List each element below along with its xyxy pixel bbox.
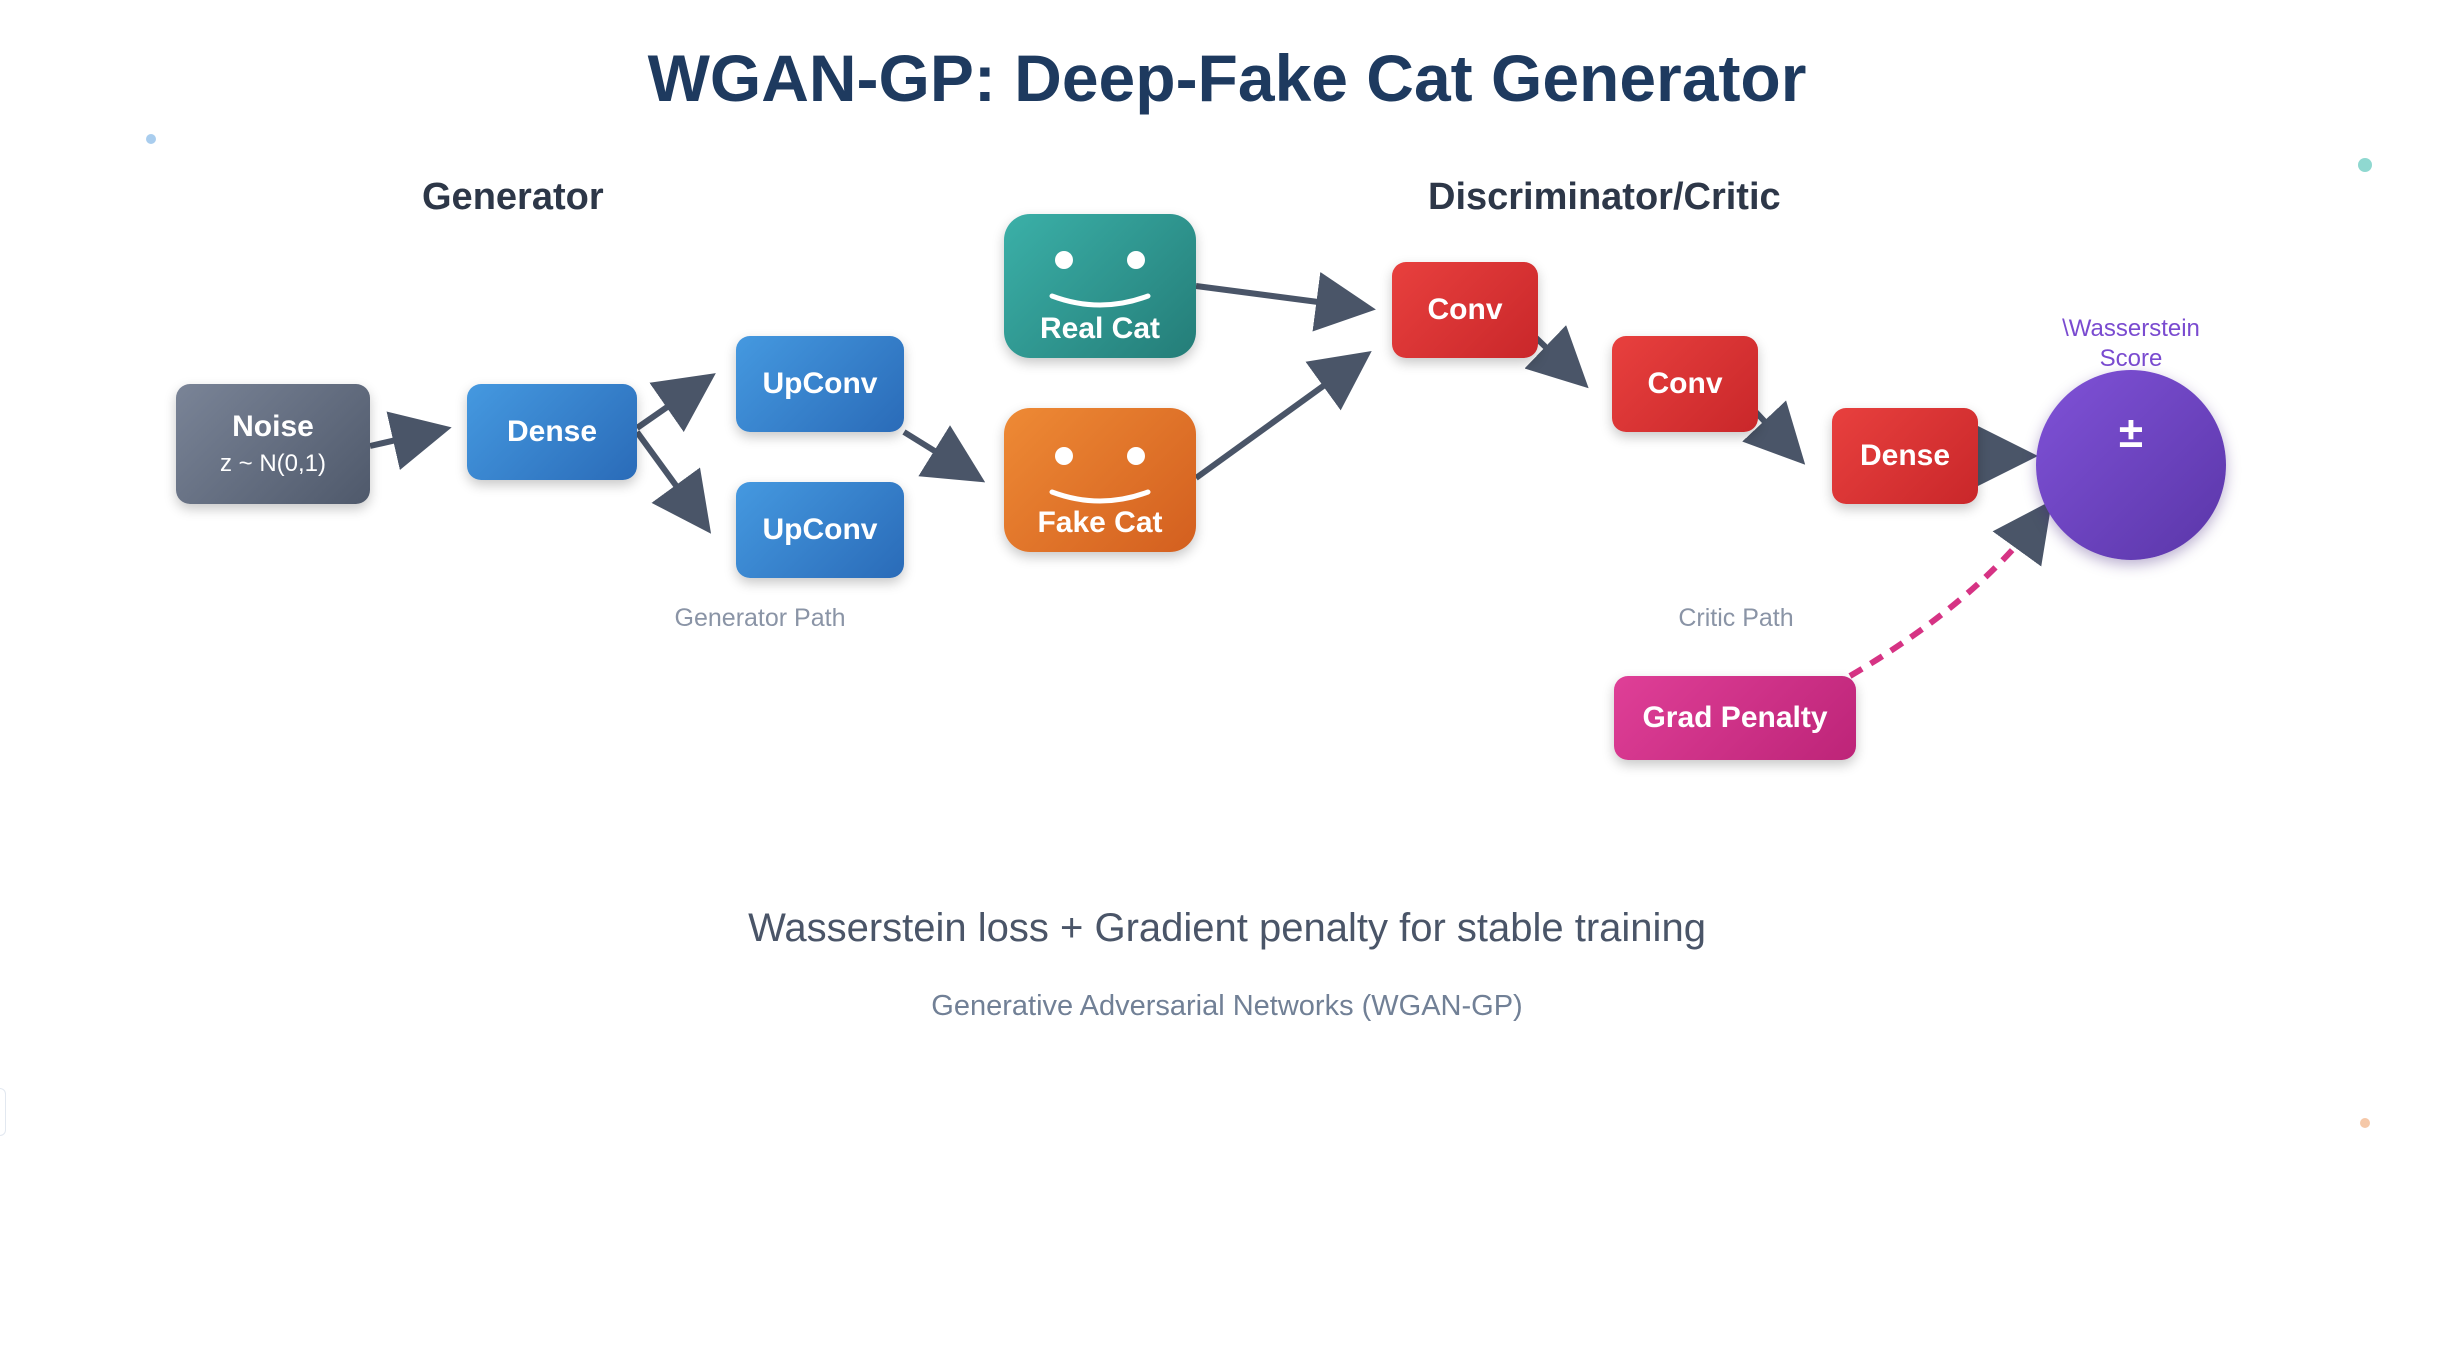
grad-penalty-label: Grad Penalty [1642,701,1828,734]
edge-tab [0,1088,6,1136]
arrow-conv1-conv2 [1524,325,1589,389]
generator-path-label: Generator Path [674,604,846,632]
upconv-top-label: UpConv [762,367,878,400]
main-caption: Wasserstein loss + Gradient penalty for … [748,906,1706,950]
arrow-dense-upconv-top [635,373,716,433]
arrow-conv2-dense [1742,400,1806,465]
upconv-top-node[interactable]: UpConv [736,336,904,432]
fake-cat-node[interactable]: Fake Cat [1004,408,1196,552]
arrow-dense-upconv-bottom [634,430,712,534]
sub-caption: Generative Adversarial Networks (WGAN-GP… [931,990,1523,1022]
decorative-dot [2358,158,2372,172]
diagram-title: WGAN-GP: Deep-Fake Cat Generator [647,41,1807,115]
conv1-node[interactable]: Conv [1392,262,1538,358]
generator-dense-node[interactable]: Dense [467,384,637,480]
wasserstein-score-node[interactable]: ± [2036,370,2226,560]
critic-section-label: Discriminator/Critic [1428,176,1781,218]
score-label-line1: \Wasserstein [2062,315,2200,342]
decorative-dot [146,134,156,144]
real-cat-node[interactable]: Real Cat [1004,214,1196,358]
conv2-label: Conv [1647,367,1723,400]
grad-penalty-node[interactable]: Grad Penalty [1614,676,1856,760]
arrow-fakecat-conv [1194,350,1372,481]
wasserstein-score-label: \Wasserstein Score [2016,314,2246,374]
plus-minus-icon: ± [2118,408,2144,457]
generator-section-label: Generator [422,176,604,218]
arrow-realcat-conv [1195,272,1376,332]
conv2-node[interactable]: Conv [1612,336,1758,432]
score-label-line2: Score [2099,345,2163,372]
cat-face-icon [1049,447,1151,504]
fake-cat-label: Fake Cat [1037,506,1163,539]
upconv-bottom-label: UpConv [762,513,878,546]
critic-dense-label: Dense [1859,439,1951,472]
decorative-dot [2360,1118,2370,1128]
conv1-label: Conv [1427,293,1503,326]
arrow-gradpenalty-score [1848,500,2053,679]
noise-label: Noise [232,410,314,443]
critic-path-label: Critic Path [1678,604,1794,632]
noise-node[interactable]: Noise z ~ N(0,1) [176,384,370,504]
real-cat-label: Real Cat [1039,312,1161,345]
critic-dense-node[interactable]: Dense [1832,408,1978,504]
cat-face-icon [1049,251,1151,308]
arrow-noise-dense [369,411,452,470]
upconv-bottom-node[interactable]: UpConv [736,482,904,578]
arrow-upconv-fakecat [902,425,986,483]
generator-dense-label: Dense [506,415,598,448]
noise-distribution: z ~ N(0,1) [219,450,327,477]
